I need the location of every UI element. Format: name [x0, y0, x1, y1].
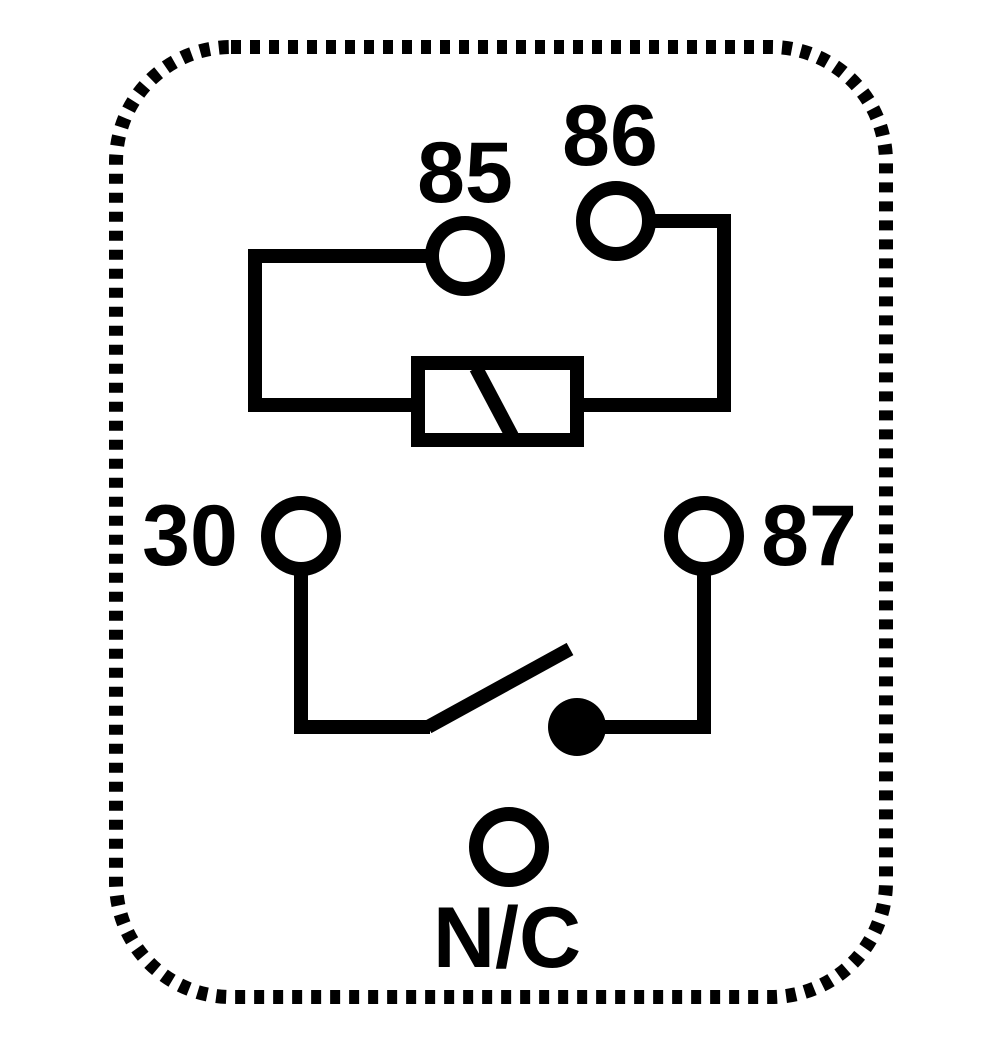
- switch-contact-dot: [548, 698, 606, 756]
- pin-86-label: 86: [562, 88, 658, 184]
- switch-wire-30: [294, 570, 430, 734]
- pin-85-label: 85: [417, 125, 513, 221]
- coil-wire-right: [577, 214, 731, 412]
- pin-87-label: 87: [761, 488, 857, 584]
- coil-wire-left: [248, 249, 432, 412]
- pin-30-terminal: [261, 496, 341, 576]
- pin-87-terminal: [664, 496, 744, 576]
- open-switch-icon: [424, 642, 574, 734]
- switch-wire-87: [580, 570, 711, 734]
- pin-86-terminal: [576, 181, 656, 261]
- relay-coil-icon: [411, 356, 584, 447]
- pin-nc-label: N/C: [433, 890, 581, 986]
- relay-housing-outline: [109, 40, 893, 1004]
- pin-nc-terminal: [469, 807, 549, 887]
- pin-30-label: 30: [142, 488, 238, 584]
- pin-85-terminal: [425, 216, 505, 296]
